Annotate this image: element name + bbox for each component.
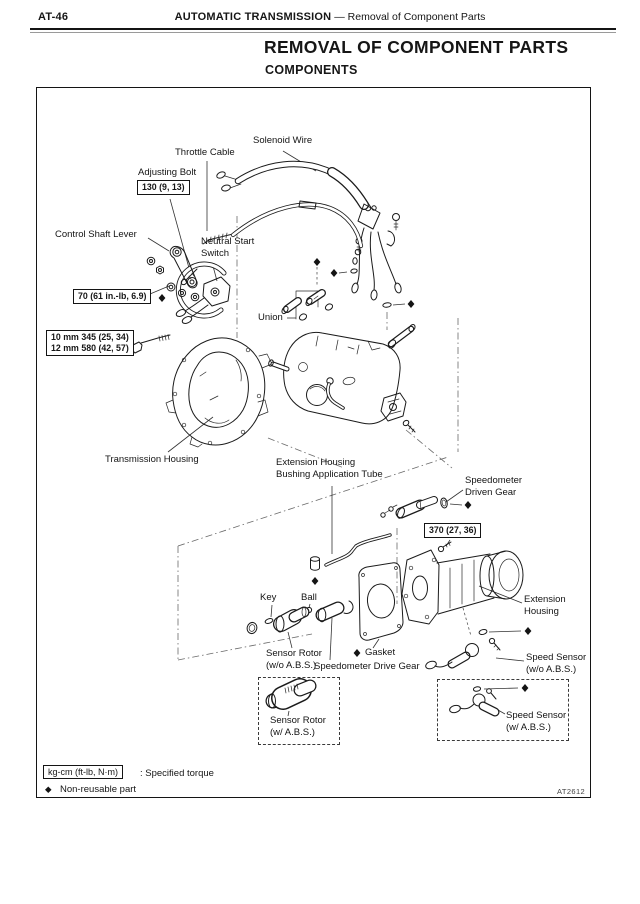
sensor-rotor-w-abs-drawing <box>269 684 311 708</box>
driven-gear-bolt-drawing <box>438 542 451 552</box>
label-speed-sensor-w-abs: Speed Sensor (w/ A.B.S.) <box>506 710 567 733</box>
page-title: REMOVAL OF COMPONENT PARTS <box>264 37 569 57</box>
legend-torque-text: : Specified torque <box>140 768 214 779</box>
label-sensor-rotor-wo-abs: Sensor Rotor (w/o A.B.S.) <box>266 648 322 671</box>
speed-sensor-wo-abs-drawing <box>425 629 500 671</box>
figure-code: AT2612 <box>557 787 586 796</box>
neutral-start-switch-drawing <box>175 264 230 325</box>
figure-border <box>36 87 591 798</box>
non-reusable-diamond <box>311 577 319 585</box>
legend-non-reusable-text: Non-reusable part <box>60 784 137 795</box>
drive-gear-parts-drawing <box>246 601 353 635</box>
non-reusable-diamond <box>158 294 166 302</box>
sensor-rotor-abs-option-box <box>258 677 340 745</box>
label-throttle-cable: Throttle Cable <box>175 147 235 158</box>
torque-housing-bolts: 10 mm 345 (25, 34) 12 mm 580 (42, 57) <box>46 330 134 356</box>
housing-bolt-drawing <box>132 335 170 354</box>
speed-sensor-abs-option-box <box>437 679 569 741</box>
speed-sensor-w-abs-drawing <box>449 686 496 714</box>
control-shaft-lever-drawing <box>147 246 199 300</box>
non-reusable-diamond-icon: ◆ <box>45 784 52 794</box>
label-solenoid-wire: Solenoid Wire <box>253 135 313 146</box>
label-control-shaft-lever: Control Shaft Lever <box>55 229 137 240</box>
label-ball: Ball <box>301 592 317 603</box>
page-code: AT-46 <box>38 11 69 23</box>
extension-housing-drawing <box>402 550 523 624</box>
non-reusable-diamond <box>407 300 415 308</box>
construction-lines <box>178 216 471 660</box>
transmission-case-drawing <box>268 323 416 432</box>
transmission-housing-drawing <box>166 338 272 447</box>
label-union: Union <box>258 312 283 323</box>
header-rule <box>30 28 616 31</box>
non-reusable-diamond <box>330 269 338 277</box>
torque-speedometer-driven-gear: 370 (27, 36) <box>424 523 482 538</box>
label-extension-housing: Extension Housing <box>524 594 566 617</box>
label-speedometer-driven-gear: Speedometer Driven Gear <box>465 475 523 498</box>
leader-lines <box>148 151 524 716</box>
non-reusable-diamond <box>464 501 472 509</box>
label-gasket: Gasket <box>365 647 396 658</box>
torque-neutral-start-switch: 70 (61 in.-lb, 6.9) <box>73 289 152 304</box>
header-section-title: AUTOMATIC TRANSMISSION <box>174 11 332 23</box>
speedometer-driven-gear-drawing <box>381 498 448 520</box>
application-tube-drawing <box>311 535 391 570</box>
non-reusable-markers <box>158 258 532 692</box>
solenoid-wire-drawing <box>216 164 402 300</box>
label-neutral-start-switch: Neutral Start Switch <box>201 236 255 259</box>
header-rule-shadow <box>30 31 616 33</box>
label-speedometer-drive-gear: Speedometer Drive Gear <box>314 661 420 672</box>
non-reusable-diamond <box>524 627 532 635</box>
page-subtitle: COMPONENTS <box>265 63 358 77</box>
legend-torque-unit-box: kg-cm (ft-lb, N·m) <box>43 765 123 779</box>
union-drawing <box>281 291 334 321</box>
label-extension-housing-tube: Extension Housing Bushing Application Tu… <box>276 457 383 480</box>
header-section-subtitle: — Removal of Component Parts <box>334 11 486 23</box>
non-reusable-diamond <box>313 258 321 266</box>
label-speed-sensor-wo-abs: Speed Sensor (w/o A.B.S.) <box>526 652 587 675</box>
throttle-cable-drawing <box>203 201 361 274</box>
gasket-drawing <box>359 563 403 640</box>
label-key: Key <box>260 592 277 603</box>
label-transmission-housing: Transmission Housing <box>105 454 199 465</box>
label-sensor-rotor-w-abs: Sensor Rotor (w/ A.B.S.) <box>270 715 326 738</box>
non-reusable-diamond <box>521 684 529 692</box>
header-line: AUTOMATIC TRANSMISSION — Removal of Comp… <box>120 11 540 23</box>
torque-adjusting-bolt: 130 (9, 13) <box>137 180 190 195</box>
label-adjusting-bolt: Adjusting Bolt <box>138 167 197 178</box>
non-reusable-diamond <box>353 649 361 657</box>
